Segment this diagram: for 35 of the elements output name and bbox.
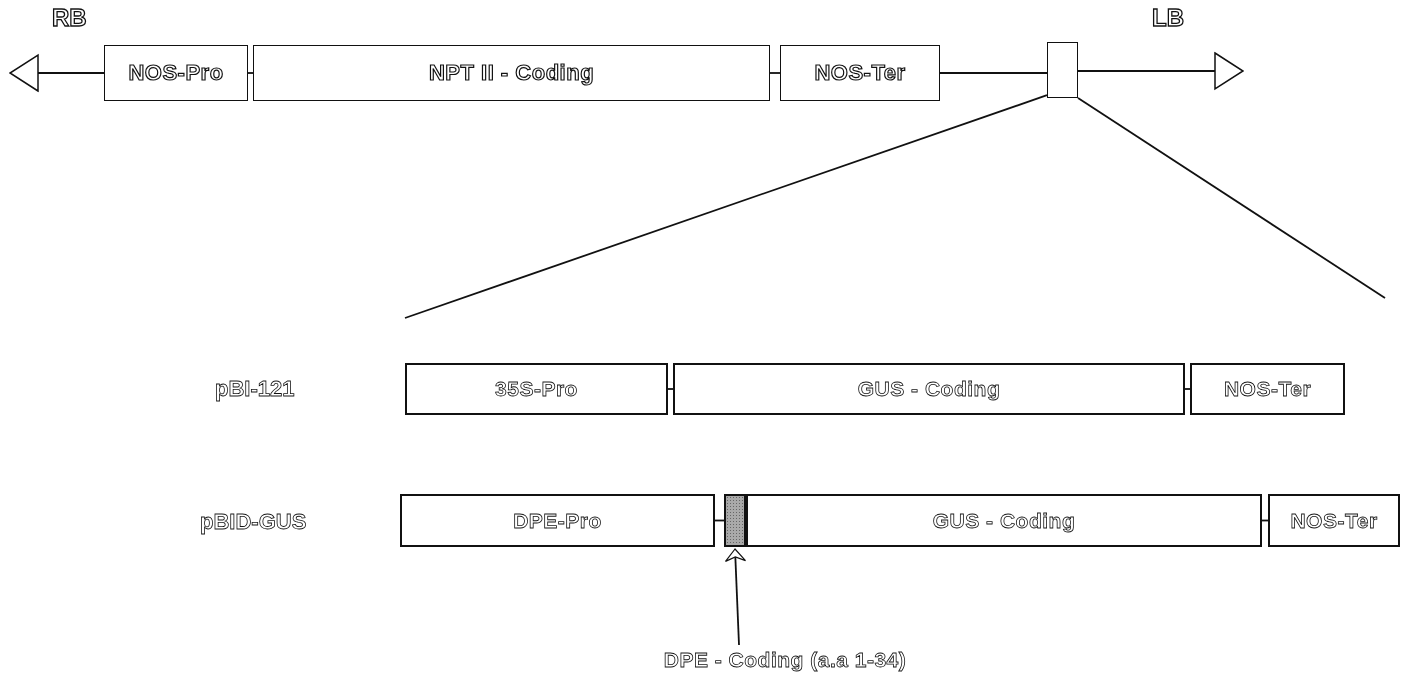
construct-label: pBI-121 bbox=[215, 376, 295, 402]
segment-label: NOS-Ter bbox=[1223, 377, 1312, 401]
gene-segment-box bbox=[780, 45, 940, 101]
annotation-text: DPE - Coding (a.a 1-34) bbox=[663, 648, 907, 672]
construct-label: pBID-GUS bbox=[200, 509, 307, 535]
zoom-line bbox=[404, 94, 1048, 319]
connector-line bbox=[1184, 388, 1191, 390]
gene-segment-box bbox=[746, 494, 1262, 547]
shaded-segment-box bbox=[724, 494, 746, 547]
arrow bbox=[9, 54, 105, 92]
connector-line bbox=[769, 72, 781, 74]
construct-label: LB bbox=[1152, 4, 1184, 32]
connector-line bbox=[667, 388, 674, 390]
gene-segment-box bbox=[253, 45, 770, 101]
connector-line bbox=[247, 72, 254, 74]
segment-label: 35S-Pro bbox=[495, 377, 578, 401]
construct-label: RB bbox=[52, 4, 87, 32]
connector-line bbox=[939, 72, 1048, 74]
zoom-line bbox=[1077, 97, 1386, 299]
gene-segment-box bbox=[1268, 494, 1400, 547]
arrow bbox=[724, 548, 747, 646]
insertion-site-box bbox=[1047, 42, 1078, 98]
segment-label: GUS - Coding bbox=[857, 377, 1001, 401]
gene-segment-box bbox=[400, 494, 715, 547]
segment-label: NPT II - Coding bbox=[428, 60, 595, 86]
segment-label: NOS-Pro bbox=[128, 60, 224, 86]
segment-label: NOS-Ter bbox=[1290, 508, 1378, 533]
segment-label: DPE-Pro bbox=[513, 508, 602, 533]
segment-label: GUS - Coding bbox=[932, 508, 1076, 533]
segment-label: NOS-Ter bbox=[814, 60, 906, 86]
gene-segment-box bbox=[1190, 363, 1345, 415]
gene-segment-box bbox=[673, 363, 1185, 415]
gene-segment-box bbox=[405, 363, 668, 415]
gene-segment-box bbox=[104, 45, 248, 101]
arrow bbox=[1077, 52, 1244, 90]
